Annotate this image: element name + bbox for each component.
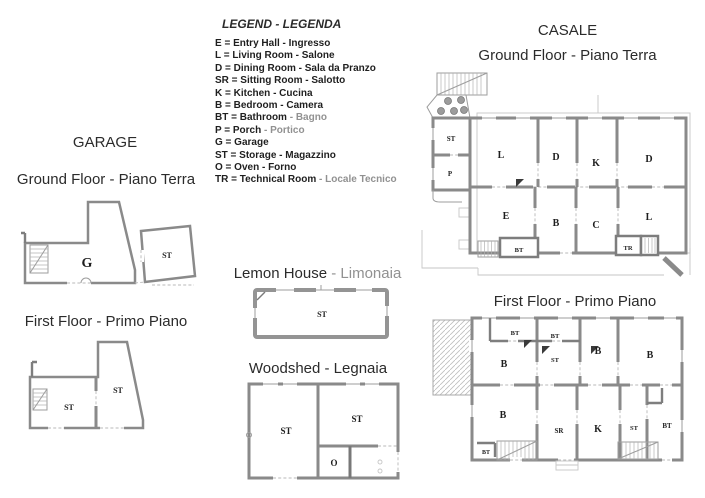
room-label-bt: BT [515, 247, 524, 254]
room-label-st: ST [317, 310, 327, 319]
legend-item: B = Bedroom - Camera [215, 100, 324, 112]
room-label-st: ST [551, 357, 560, 364]
room-label-bt: BT [551, 333, 560, 340]
lemon-house-title: Lemon House - Limonaia [233, 265, 402, 282]
room-label-p: P [448, 170, 453, 178]
room-label-b: B [647, 350, 654, 361]
casale-first-plan: BT BT B B B ST B SR K ST BT BT [432, 315, 685, 471]
room-label-st: ST [113, 386, 123, 395]
woodshed-title: Woodshed - Legnaia [248, 360, 388, 377]
legend-item: O = Oven - Forno [215, 162, 297, 174]
room-label-st: ST [351, 414, 362, 424]
room-label-bt: BT [662, 422, 672, 430]
room-label-g: G [82, 256, 93, 271]
legend-item: E = Entry Hall - Ingresso [215, 38, 331, 49]
room-label-tr: TR [623, 245, 632, 252]
garage-first-plan: ST ST [28, 340, 145, 431]
legend-item: BT = Bathroom - Bagno [215, 112, 327, 124]
room-label-st: ST [447, 135, 456, 143]
legend-item: K = Kitchen - Cucina [215, 87, 313, 99]
garage-title: GARAGE [72, 134, 138, 151]
legend-title: LEGEND - LEGENDA [222, 17, 342, 31]
room-label-l: L [646, 212, 653, 223]
garage-first-title: First Floor - Primo Piano [24, 313, 188, 330]
room-label-st: ST [630, 425, 639, 432]
casale-title: CASALE [537, 22, 598, 39]
legend-item: ST = Storage - Magazzino [215, 149, 336, 161]
room-label-d: D [645, 154, 652, 165]
room-label-b: B [501, 359, 508, 370]
lemon-house-plan: ST [252, 285, 389, 339]
legend-item: SR = Sitting Room - Salotto [215, 75, 346, 87]
legend-item: P = Porch - Portico [215, 124, 305, 136]
garage-ground-title: Ground Floor - Piano Terra [16, 171, 196, 188]
legend-item: G = Garage [215, 137, 269, 149]
room-label-k: K [594, 424, 602, 435]
room-label-d: D [552, 152, 559, 163]
casale-first-title: First Floor - Primo Piano [493, 293, 657, 310]
garage-ground-plan: G ST [21, 200, 197, 286]
room-label-b: B [553, 218, 560, 229]
room-label-st: ST [64, 403, 74, 412]
room-label-c: C [592, 220, 599, 231]
legend-item: TR = Technical Room - Locale Tecnico [215, 174, 397, 186]
legend-list: E = Entry Hall - Ingresso L = Living Roo… [215, 38, 397, 187]
casale-ground-title: Ground Floor - Piano Terra [478, 47, 657, 64]
room-label-o: O [330, 458, 337, 468]
legend-item: L = Living Room - Salone [215, 50, 335, 62]
room-label-b: B [500, 410, 507, 421]
room-label-st: ST [280, 426, 291, 436]
legend-item: D = Dining Room - Sala da Pranzo [215, 62, 376, 74]
casale-ground-plan: ST P L D K D E B C L BT TR [421, 72, 691, 277]
room-label-b: B [595, 346, 602, 357]
room-label-bt: BT [482, 450, 490, 456]
room-label-l: L [498, 150, 505, 161]
room-label-e: E [503, 211, 510, 222]
woodshed-plan: ST ST O [246, 381, 401, 480]
room-label-k: K [592, 158, 600, 169]
room-label-bt: BT [511, 330, 520, 337]
room-label-st: ST [162, 251, 172, 260]
room-label-sr: SR [555, 427, 565, 435]
